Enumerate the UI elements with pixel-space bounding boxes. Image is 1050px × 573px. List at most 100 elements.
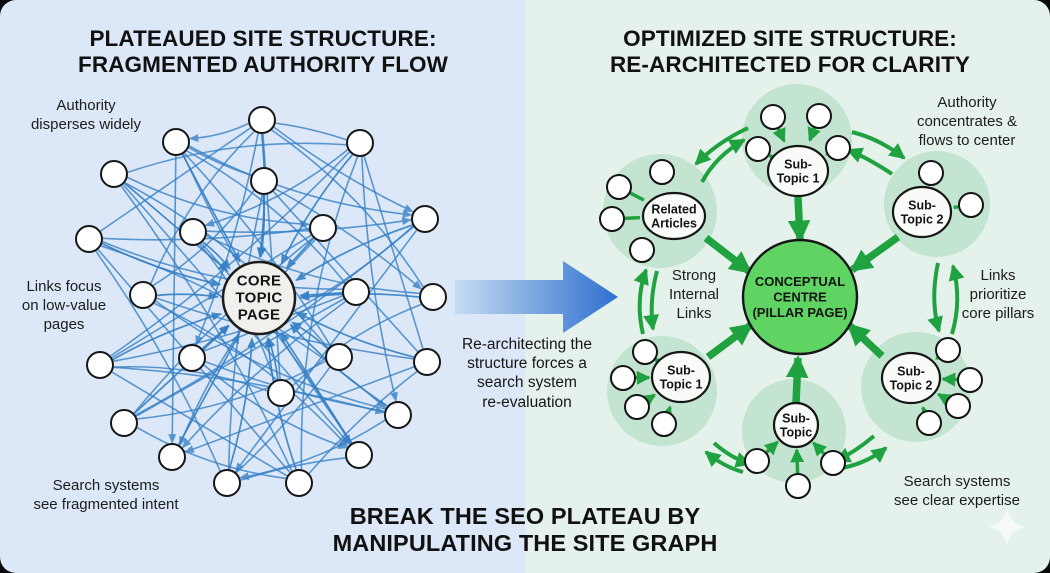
satellite-page-node — [918, 160, 944, 186]
link-edge — [113, 295, 343, 362]
hub-label-sub-topic-1-top: Sub-Topic 1 — [777, 158, 820, 186]
page-node — [178, 344, 206, 372]
spoke-to-center-arrow — [787, 196, 811, 243]
ring-link-arrow — [694, 126, 749, 166]
hub-sub-topic-1-bottom — [650, 350, 712, 404]
annotation-links-prioritize: Links prioritize core pillars — [961, 267, 1035, 322]
satellite-page-node — [629, 237, 655, 263]
hub-label-sub-topic-2-top: Sub-Topic 2 — [901, 199, 944, 227]
link-edge — [137, 360, 326, 420]
satellite-link — [640, 393, 657, 408]
link-edge — [262, 133, 281, 380]
link-edge — [203, 364, 348, 449]
core-inbound-arrow — [228, 337, 256, 470]
satellite-page-node — [610, 365, 636, 391]
transition-caption: Re-architecting the structure forces a s… — [461, 336, 593, 411]
link-edge — [240, 457, 346, 481]
core-inbound-arrow — [112, 312, 223, 361]
satellite-page-node — [760, 104, 786, 130]
ring-link-arrow — [851, 130, 906, 160]
page-node — [179, 218, 207, 246]
page-node — [419, 283, 447, 311]
ring-link-arrow — [841, 446, 888, 470]
link-edge — [102, 240, 343, 291]
satellite-link — [953, 205, 959, 210]
core-inbound-arrow — [296, 311, 415, 358]
satellite-page-node — [935, 337, 961, 363]
link-edge — [275, 122, 347, 141]
satellite-link — [763, 440, 779, 456]
hub-sub-topic-1-top — [766, 144, 830, 198]
link-edge — [152, 190, 255, 287]
page-node — [110, 409, 138, 437]
link-edge — [361, 156, 398, 402]
satellite-page-node — [624, 394, 650, 420]
core-inbound-arrow — [280, 154, 354, 265]
link-edge — [181, 300, 347, 449]
link-edge — [186, 150, 346, 284]
core-inbound-arrow — [258, 194, 267, 258]
link-edge — [239, 419, 386, 481]
core-inbound-arrow — [256, 133, 266, 258]
spoke-to-center-arrow — [846, 322, 885, 359]
link-edge — [136, 426, 286, 480]
ring-link-arrow — [704, 450, 744, 474]
core-inbound-arrow — [133, 325, 230, 415]
conceptual-centre-node — [741, 238, 859, 356]
page-node — [158, 443, 186, 471]
spoke-to-center-arrow — [703, 235, 753, 275]
satellite-link — [941, 372, 958, 387]
page-node — [413, 348, 441, 376]
page-node — [100, 160, 128, 188]
link-edge — [300, 156, 359, 470]
core-inbound-arrow — [280, 331, 353, 444]
link-edge — [168, 155, 177, 444]
satellite-page-node — [632, 339, 658, 365]
page-node — [213, 469, 241, 497]
link-edge — [111, 371, 288, 477]
satellite-link — [921, 406, 934, 422]
ring-link-arrow — [948, 264, 965, 335]
satellite-page-node — [806, 103, 832, 129]
hub-related-articles — [641, 191, 707, 241]
satellite-link — [790, 448, 805, 474]
transition-arrow — [455, 261, 618, 333]
annotation-authority-disperses: Authority disperses widely — [30, 97, 142, 133]
link-edge — [127, 176, 311, 229]
satellite-page-node — [745, 136, 771, 162]
core-inbound-arrow — [124, 182, 229, 272]
core-inbound-arrow — [156, 291, 219, 300]
satellite-page-node — [916, 410, 942, 436]
satellite-page-node — [825, 135, 851, 161]
link-edge — [188, 145, 413, 218]
satellite-page-node — [820, 450, 846, 476]
page-node — [342, 278, 370, 306]
link-edge — [153, 302, 349, 448]
hub-sub-topic-2-bottom — [880, 351, 942, 405]
core-topic-node — [221, 260, 297, 336]
satellite-link — [772, 127, 786, 143]
page-node — [285, 469, 313, 497]
spoke-to-center-arrow — [785, 355, 809, 404]
page-node — [346, 129, 374, 157]
satellite-page-node — [945, 393, 971, 419]
satellite-page-node — [599, 206, 625, 232]
page-node — [162, 128, 190, 156]
satellite-link — [624, 215, 641, 221]
satellite-link — [936, 392, 953, 407]
link-edge — [184, 366, 415, 453]
satellite-page-node — [744, 448, 770, 474]
left-panel-title: PLATEAUED SITE STRUCTURE: FRAGMENTED AUT… — [78, 26, 448, 78]
page-node — [248, 106, 276, 134]
satellite-page-node — [649, 159, 675, 185]
page-node — [250, 167, 278, 195]
core-inbound-arrow — [101, 242, 222, 287]
link-edge — [271, 129, 424, 288]
ring-link-arrow — [700, 138, 746, 183]
link-edge — [120, 185, 293, 472]
page-node — [309, 214, 337, 242]
page-node — [129, 281, 157, 309]
